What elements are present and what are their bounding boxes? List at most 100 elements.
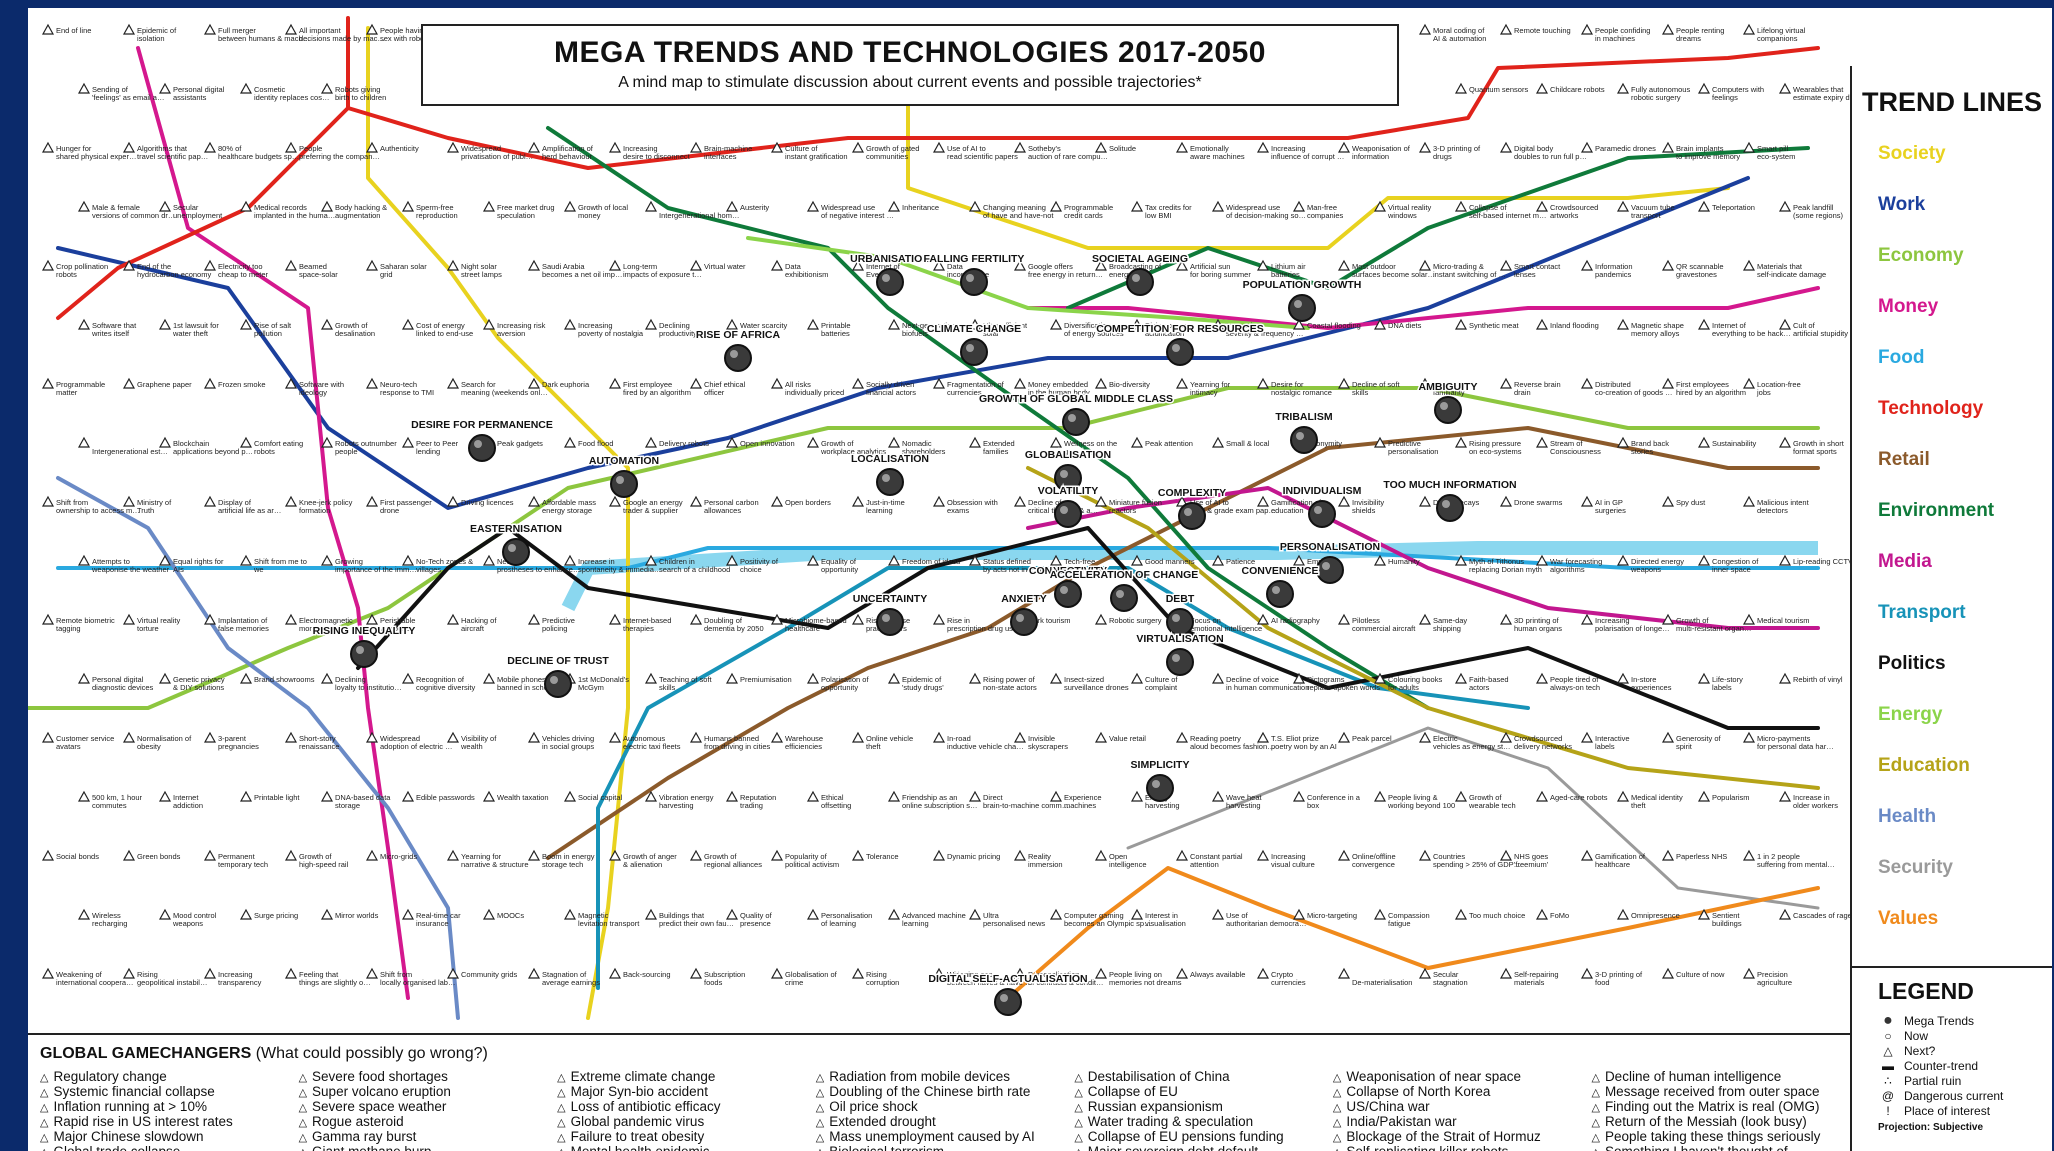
triangle-icon: △	[40, 1087, 49, 1099]
station: Open borders	[770, 495, 831, 507]
gamechanger-label: Water trading & speculation	[1087, 1114, 1254, 1129]
mega-trend-highlight	[1442, 500, 1450, 508]
triangle-icon	[446, 849, 460, 861]
mega-trend: CONVENIENCE	[1240, 564, 1320, 608]
triangle-icon	[1094, 849, 1108, 861]
triangle-icon: △	[1591, 1102, 1600, 1114]
triangle-icon: △	[1332, 1117, 1342, 1129]
gamechangers-column: △Severe food shortages△Super volcano eru…	[299, 1069, 558, 1151]
triangle-icon	[770, 849, 784, 861]
mega-trend: DESIRE FOR PERMANENCE	[410, 418, 554, 462]
trend-line-retail: Retail	[1878, 449, 1930, 470]
station: Social bonds	[41, 849, 99, 861]
open-circle-icon: ○	[1884, 1028, 1892, 1043]
triangle-icon	[1256, 967, 1270, 979]
triangle-icon: △	[1074, 1087, 1083, 1099]
triangle-icon	[1130, 672, 1144, 684]
triangle-icon	[122, 731, 136, 743]
triangle-icon	[239, 790, 253, 802]
triangle-icon	[806, 200, 820, 212]
mega-trend-dot	[724, 344, 752, 372]
station-label: Peak attention	[1145, 439, 1193, 448]
station-label: MOOCs	[497, 911, 524, 920]
triangle-icon: △	[1591, 1087, 1600, 1099]
triangle-icon	[1580, 731, 1594, 743]
triangle-icon	[284, 967, 298, 979]
triangle-icon	[1535, 790, 1549, 802]
triangle-icon	[887, 672, 901, 684]
gamechanger-item: △Rogue asteroid	[299, 1114, 558, 1129]
triangle-icon	[239, 436, 253, 448]
triangle-icon	[1256, 613, 1270, 625]
triangle-icon	[1094, 141, 1108, 153]
station-label: Green bonds	[137, 852, 181, 861]
mega-trend-label: VOLATILITY	[1038, 485, 1098, 497]
exclamation-icon: !	[1886, 1103, 1890, 1118]
station-label: Peak landfill(some regions)	[1793, 203, 1844, 220]
triangle-icon: △	[815, 1132, 825, 1144]
trend-line-work: Work	[1878, 194, 1926, 215]
gamechanger-item: △Inflation running at > 10%	[40, 1099, 299, 1114]
trend-line-path-values	[1006, 866, 1820, 1000]
triangle-icon	[1292, 200, 1306, 212]
station: Paperless NHS	[1661, 849, 1727, 861]
gamechanger-item: △Systemic financial collapse	[40, 1084, 299, 1099]
station-label: FoMo	[1550, 911, 1569, 920]
triangle-icon	[1499, 967, 1513, 979]
triangle-icon	[689, 377, 703, 389]
gamechanger-item: △Severe space weather	[299, 1099, 558, 1114]
mega-trend-highlight	[1068, 414, 1076, 422]
triangle-icon	[1778, 318, 1792, 330]
triangle-icon	[527, 377, 541, 389]
mega-trend-label: AMBIGUITY	[1419, 381, 1478, 393]
triangle-icon	[401, 908, 415, 920]
triangle-icon	[644, 200, 658, 212]
station-label: Austerity	[740, 203, 769, 212]
triangle-icon	[770, 731, 784, 743]
triangle-icon	[851, 731, 865, 743]
triangle-icon	[365, 613, 379, 625]
legend-item-label: Partial ruin	[1904, 1073, 1962, 1088]
triangle-icon	[1337, 613, 1351, 625]
station-label: Printable light	[254, 793, 300, 802]
